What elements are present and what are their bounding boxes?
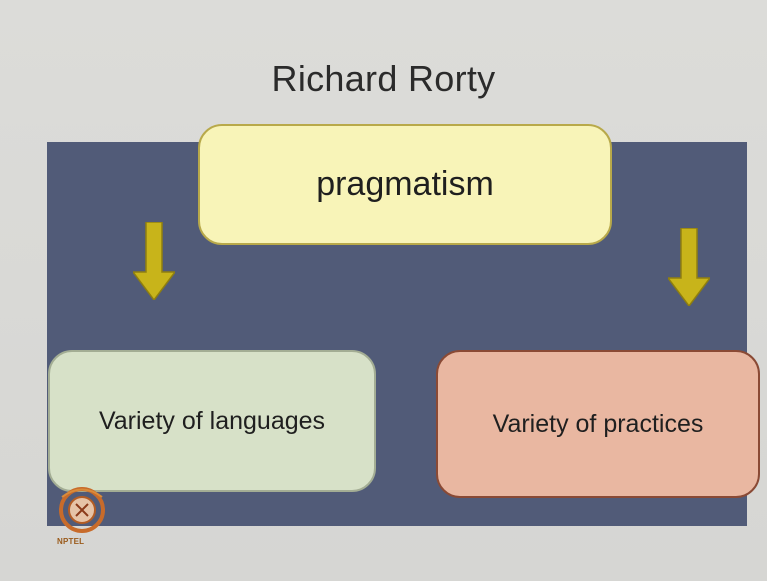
slide-title: Richard Rorty [271, 58, 496, 99]
arrow-down-icon [668, 228, 710, 306]
variety-of-practices-label: Variety of practices [492, 409, 704, 438]
pragmatism-label: pragmatism [316, 165, 494, 203]
arrow-down-icon [133, 222, 175, 300]
nptel-logo-text: NPTEL [57, 537, 85, 546]
variety-of-languages-box: Variety of languages [48, 350, 376, 492]
variety-of-practices-box: Variety of practices [436, 350, 760, 498]
nptel-logo-icon [59, 487, 105, 533]
variety-of-languages-label: Variety of languages [98, 406, 326, 435]
pragmatism-box: pragmatism [198, 124, 612, 245]
